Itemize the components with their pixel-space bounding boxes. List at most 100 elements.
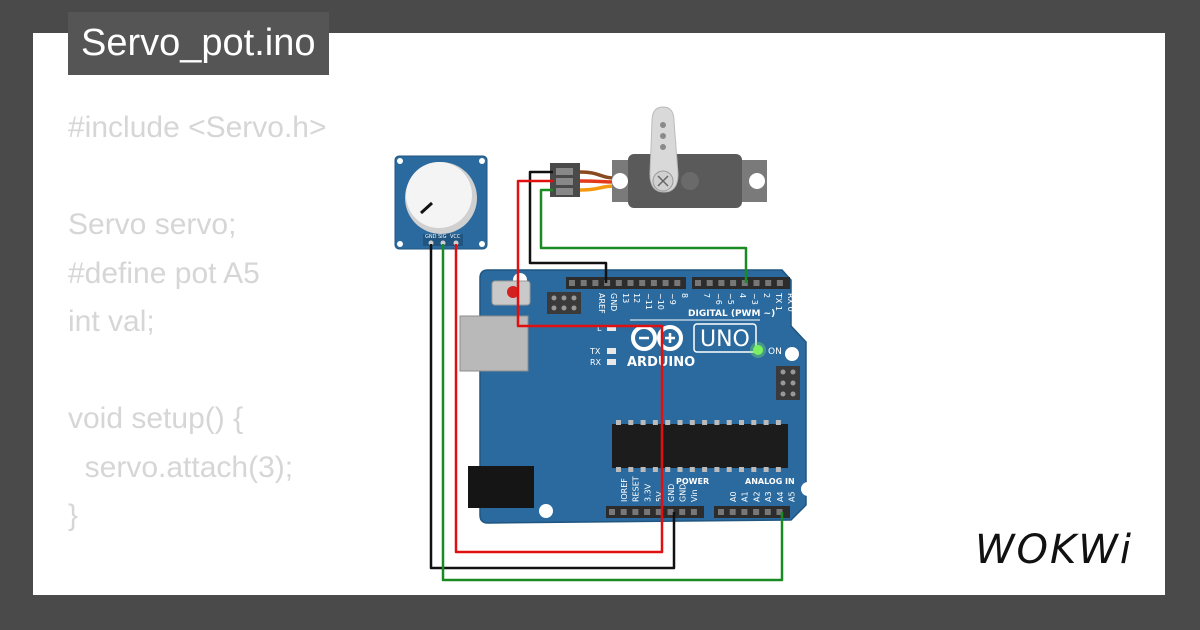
header-pin[interactable] xyxy=(627,280,634,286)
pin-label: 13 xyxy=(621,293,630,303)
chip-pin xyxy=(640,420,646,425)
chip-pin xyxy=(640,467,646,472)
rx-led-label: RX xyxy=(590,358,602,367)
chip-pin xyxy=(616,467,621,472)
chip-pin xyxy=(726,467,732,472)
header-pin[interactable] xyxy=(674,280,681,286)
header-pin[interactable] xyxy=(706,280,713,286)
wire-servo-signal[interactable] xyxy=(539,188,748,283)
knob-indicator xyxy=(419,201,434,215)
header-pin[interactable] xyxy=(695,280,701,286)
sketch-title[interactable]: Servo_pot.ino xyxy=(68,12,329,75)
pin-label: AREF xyxy=(597,293,606,314)
model-label: UNO xyxy=(700,327,750,352)
mounting-hole xyxy=(539,504,553,518)
header-pin[interactable] xyxy=(620,509,627,515)
pin-label: ~11 xyxy=(644,293,653,310)
usb-port xyxy=(459,315,529,372)
pin-label: 8 xyxy=(680,293,689,298)
pot-pin-label: SIG xyxy=(438,234,447,240)
on-label: ON xyxy=(768,347,782,357)
chip-pin xyxy=(763,467,769,472)
chip-pin xyxy=(652,420,658,425)
header-pin[interactable] xyxy=(690,509,697,515)
chip-pin xyxy=(616,420,621,425)
header-pin[interactable] xyxy=(569,280,575,286)
wires xyxy=(429,170,784,582)
pin-label: A3 xyxy=(764,491,773,502)
chip-pin xyxy=(714,420,720,425)
tx-led-label: TX xyxy=(589,347,601,356)
header-pin[interactable] xyxy=(592,280,599,286)
code-line: #include <Servo.h> xyxy=(68,111,327,144)
chip-pin xyxy=(702,420,708,425)
header-pin[interactable] xyxy=(764,509,771,515)
header-pin[interactable] xyxy=(655,509,662,515)
header-pin[interactable] xyxy=(718,509,724,515)
header-pin[interactable] xyxy=(741,509,748,515)
pin-label: GND xyxy=(609,293,618,311)
header-pin[interactable] xyxy=(753,280,760,286)
header-pin[interactable] xyxy=(639,280,646,286)
header-pin[interactable] xyxy=(580,280,587,286)
header-pin[interactable] xyxy=(615,280,622,286)
chip-pin xyxy=(689,467,695,472)
header-pin[interactable] xyxy=(662,280,669,286)
chip-pin xyxy=(689,420,695,425)
digital-label: DIGITAL (PWM ~) xyxy=(688,309,775,319)
chip-pin xyxy=(665,420,671,425)
pin-label: A5 xyxy=(788,491,797,502)
header-pin[interactable] xyxy=(776,509,783,515)
chip-pin xyxy=(763,420,769,425)
chip-pin xyxy=(726,420,732,425)
header-pin[interactable] xyxy=(644,509,651,515)
header-pin[interactable] xyxy=(730,280,737,286)
pin-label: 4 xyxy=(738,293,747,298)
chip-pin xyxy=(628,467,634,472)
mounting-hole xyxy=(785,347,799,361)
header-pin[interactable] xyxy=(729,509,736,515)
servo-motor[interactable] xyxy=(550,106,767,208)
pin-label: 7 xyxy=(702,293,711,298)
header-pin[interactable] xyxy=(679,509,686,515)
header-pin[interactable] xyxy=(667,509,674,515)
header-pin[interactable] xyxy=(765,280,772,286)
code-preview: #include <Servo.h>Servo servo;#define po… xyxy=(68,104,327,595)
chip-pin xyxy=(652,467,658,472)
chip-pin xyxy=(739,420,744,425)
pin-label: RX 0 xyxy=(786,293,795,312)
pin-label: RESET xyxy=(632,476,641,502)
chip-pin xyxy=(775,420,781,425)
code-line: void setup() { xyxy=(68,402,244,435)
pin-label: ~9 xyxy=(668,293,677,305)
header-pin[interactable] xyxy=(650,280,657,286)
pin-label: A0 xyxy=(729,491,738,502)
atmega-chip xyxy=(612,424,788,468)
wire-pot-gnd[interactable] xyxy=(429,244,676,570)
tx-led xyxy=(607,348,616,354)
wire-pot-signal[interactable] xyxy=(441,244,784,582)
mounting-hole xyxy=(801,482,815,496)
wire-servo-5v[interactable] xyxy=(454,179,664,554)
pin-label: 2 xyxy=(762,293,771,298)
wire-servo-gnd[interactable] xyxy=(528,170,608,283)
header-pin[interactable] xyxy=(632,509,639,515)
header-pin[interactable] xyxy=(609,509,615,515)
pin-label: TX 1 xyxy=(774,292,783,311)
pin-label: A2 xyxy=(752,491,761,502)
header-pin[interactable] xyxy=(718,280,725,286)
reset-button-cap[interactable] xyxy=(507,286,519,298)
chip-pin xyxy=(677,420,683,425)
header-pin[interactable] xyxy=(776,280,783,286)
analog-label: ANALOG IN xyxy=(745,477,795,486)
chip-pin xyxy=(751,467,757,472)
potentiometer-knob[interactable] xyxy=(406,162,472,228)
chip-pin xyxy=(665,467,671,472)
on-led xyxy=(753,345,763,355)
power-jack xyxy=(468,466,534,508)
potentiometer[interactable]: GND SIG VCC xyxy=(394,155,488,250)
header-pin[interactable] xyxy=(753,509,760,515)
pin-label: ~3 xyxy=(750,293,759,305)
pin-label: GND xyxy=(667,484,676,502)
